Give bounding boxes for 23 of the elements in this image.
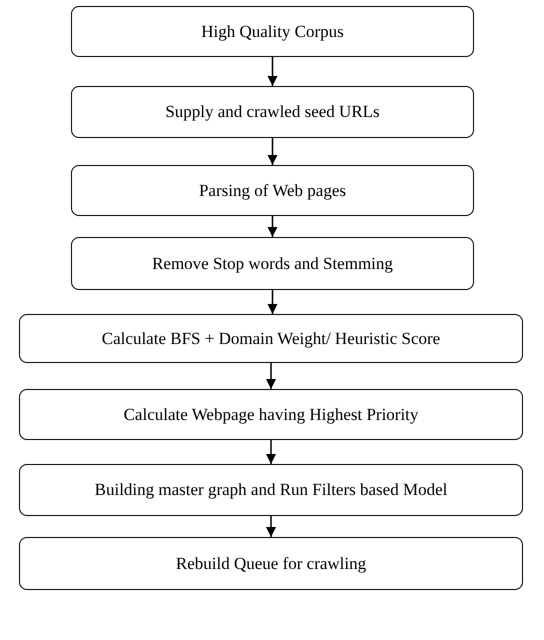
process-box [19, 314, 523, 363]
arrow [268, 216, 278, 237]
arrow [268, 57, 278, 86]
box-label: Calculate BFS + Domain Weight/ Heuristic Score [102, 328, 440, 348]
arrow [268, 138, 278, 165]
process-box [71, 6, 474, 57]
arrow [266, 516, 276, 537]
box-label: Parsing of Web pages [198, 180, 346, 200]
process-box [19, 464, 523, 516]
process-box [71, 237, 474, 290]
arrow [266, 440, 276, 464]
box-label: Rebuild Queue for crawling [176, 554, 366, 574]
box-label: High Quality Corpus [201, 22, 344, 42]
process-box [19, 537, 523, 590]
box-label: Building master graph and Run Filters based Model [94, 480, 448, 500]
box-label: Supply and crawled seed URLs [165, 102, 380, 122]
box-label: Calculate Webpage having Highest Priority [124, 404, 418, 424]
box-label: Remove Stop words and Stemming [152, 254, 393, 274]
arrow [268, 290, 278, 314]
process-box [71, 165, 474, 216]
arrow [266, 363, 276, 389]
process-box [71, 86, 474, 138]
process-box [19, 389, 523, 440]
